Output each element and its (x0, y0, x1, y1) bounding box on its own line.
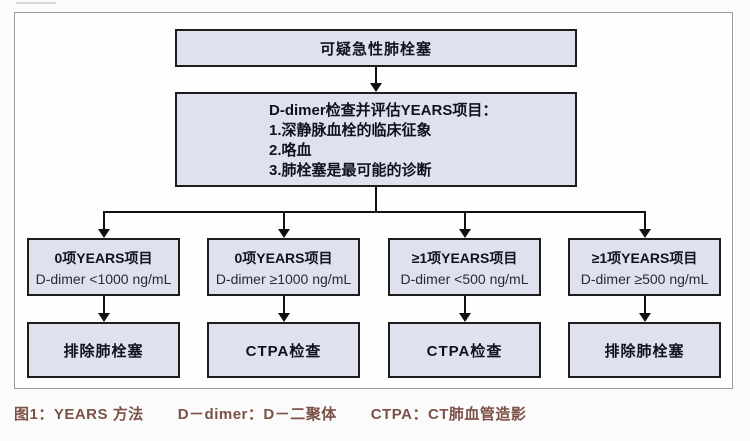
arrow-down-icon (459, 313, 471, 322)
branch-2-outcome-box: CTPA检查 (207, 322, 360, 378)
branch-4-outcome-box: 排除肺栓塞 (568, 322, 721, 378)
arrow-down-icon (370, 83, 382, 92)
connector-result-line (283, 296, 285, 314)
connector-result-line (103, 296, 105, 314)
branch-3-outcome-label: CTPA检查 (426, 342, 503, 360)
branch-2-outcome-label: CTPA检查 (245, 342, 322, 360)
suspected-pe-label: 可疑急性肺栓塞 (319, 40, 432, 58)
years-criteria-box: D-dimer检查并评估YEARS项目： 1.深静脉血栓的临床征象 2.咯血 3… (175, 92, 577, 187)
branch-4-outcome-label: 排除肺栓塞 (604, 342, 685, 360)
criteria-title: D-dimer检查并评估YEARS项目： (269, 102, 498, 119)
arrow-down-icon (278, 229, 290, 238)
branch-4-condition-box: ≥1项YEARS项目 D-dimer ≥500 ng/mL (568, 238, 721, 296)
branch-3-condition-box: ≥1项YEARS项目 D-dimer <500 ng/mL (388, 238, 541, 296)
figure-caption-ddimer-definition: D－dimer：D－二聚体 (177, 406, 337, 423)
branch-2-years-count: 0项YEARS项目 (234, 249, 333, 266)
branch-4-ddimer-threshold: D-dimer ≥500 ng/mL (580, 270, 709, 287)
arrow-down-icon (98, 229, 110, 238)
connector-result-line (464, 296, 466, 314)
branch-1-condition-box: 0项YEARS项目 D-dimer <1000 ng/mL (27, 238, 180, 296)
criteria-item: 3.肺栓塞是最可能的诊断 (269, 162, 432, 179)
branch-3-years-count: ≥1项YEARS项目 (411, 249, 518, 266)
figure-caption-title: 图1：YEARS 方法 (14, 406, 144, 423)
arrow-down-icon (278, 313, 290, 322)
connector-drop-line (464, 211, 466, 229)
arrow-down-icon (459, 229, 471, 238)
connector-drop-line (103, 211, 105, 229)
arrow-down-icon (639, 229, 651, 238)
connector-horizontal-line (103, 211, 646, 213)
branch-4-years-count: ≥1项YEARS项目 (591, 249, 698, 266)
branch-1-ddimer-threshold: D-dimer <1000 ng/mL (35, 270, 172, 287)
branch-2-ddimer-threshold: D-dimer ≥1000 ng/mL (215, 270, 352, 287)
branch-2-condition-box: 0项YEARS项目 D-dimer ≥1000 ng/mL (207, 238, 360, 296)
criteria-item: 2.咯血 (269, 142, 312, 159)
arrow-down-icon (98, 313, 110, 322)
branch-1-outcome-label: 排除肺栓塞 (63, 342, 144, 360)
figure-caption: 图1：YEARS 方法 D－dimer：D－二聚体 CTPA：CT肺血管造影 (14, 403, 526, 424)
branch-3-outcome-box: CTPA检查 (388, 322, 541, 378)
top-left-artifact-line (16, 2, 56, 4)
branch-1-years-count: 0项YEARS项目 (54, 249, 153, 266)
suspected-pe-box: 可疑急性肺栓塞 (175, 29, 577, 67)
connector-stem-line (375, 187, 377, 213)
connector-top-line (375, 67, 377, 84)
connector-drop-line (283, 211, 285, 229)
connector-result-line (644, 296, 646, 314)
branch-3-ddimer-threshold: D-dimer <500 ng/mL (400, 270, 529, 287)
criteria-item: 1.深静脉血栓的临床征象 (269, 122, 432, 139)
connector-drop-line (644, 211, 646, 229)
arrow-down-icon (639, 313, 651, 322)
branch-1-outcome-box: 排除肺栓塞 (27, 322, 180, 378)
figure-caption-ctpa-definition: CTPA：CT肺血管造影 (370, 406, 527, 423)
